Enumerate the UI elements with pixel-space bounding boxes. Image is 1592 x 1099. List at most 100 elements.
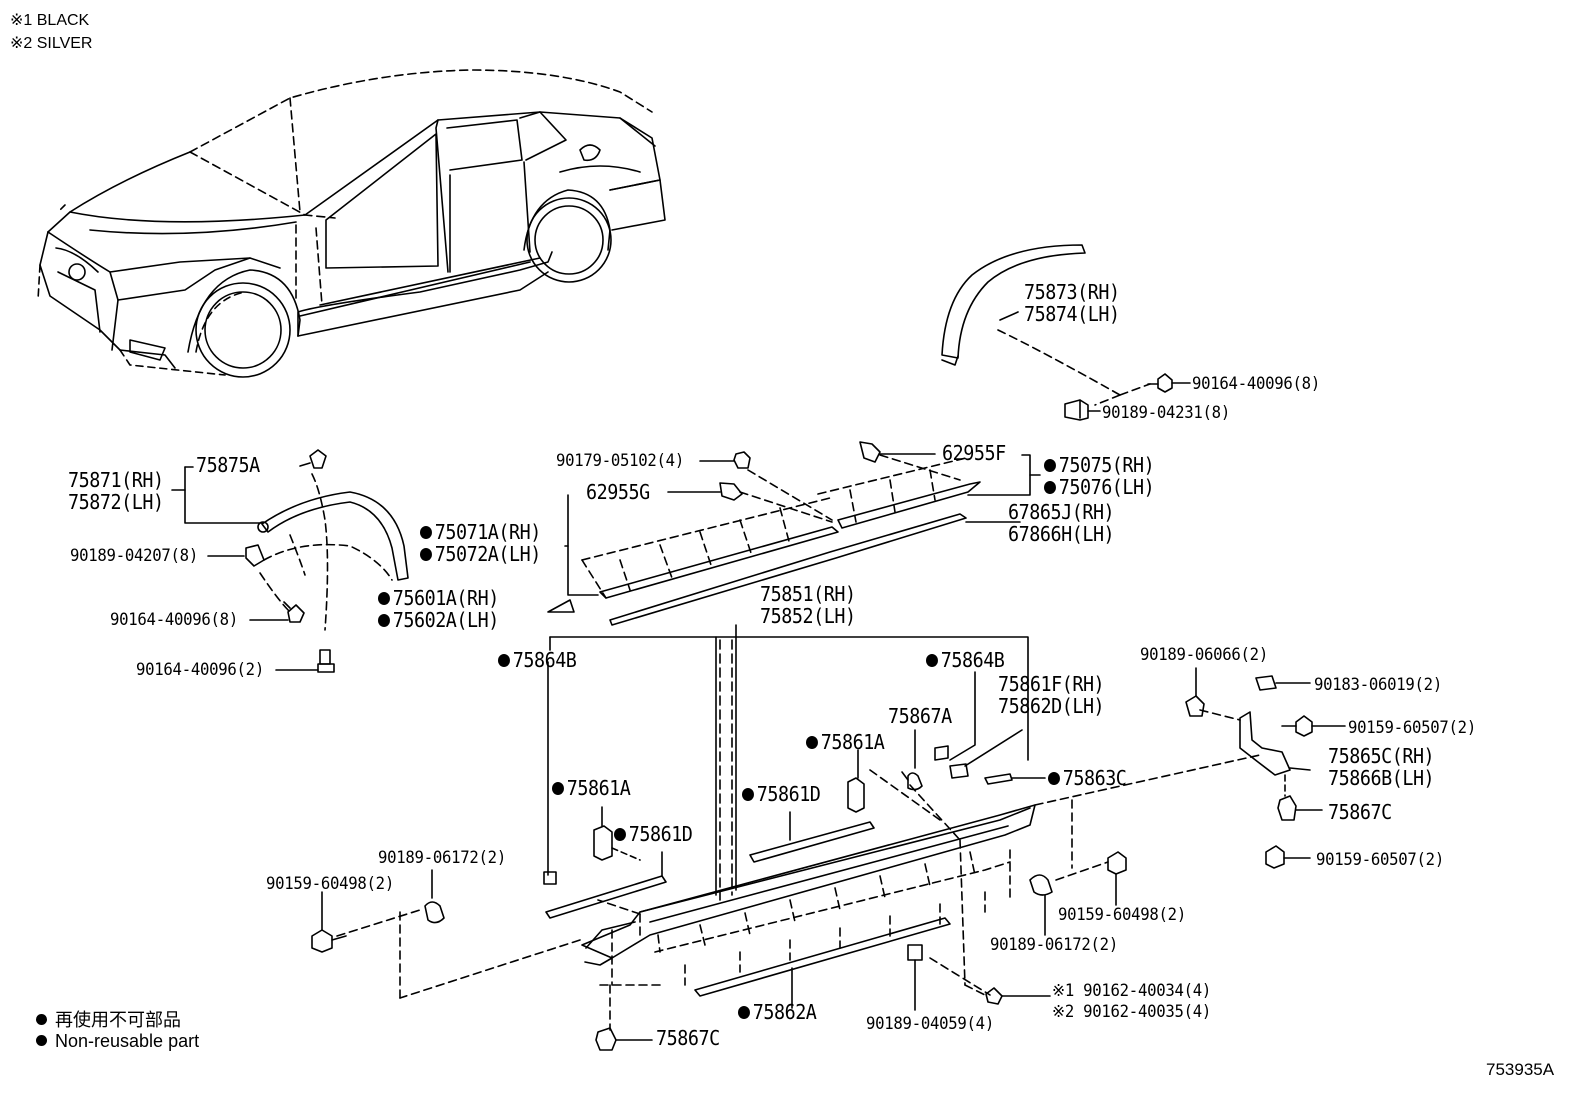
part-label-75867C-bottom: 75867C xyxy=(656,1026,720,1050)
non-reusable-bullet xyxy=(1044,481,1056,494)
moulding-75861D-left xyxy=(545,851,667,919)
non-reusable-bullet xyxy=(420,526,432,539)
non-reusable-bullet xyxy=(806,736,818,749)
part-label-75861D-left: 75861D xyxy=(614,824,693,845)
part-label-75871: 75871(RH) xyxy=(68,468,164,492)
bolt-90159-60507-top xyxy=(1281,715,1346,737)
part-label-75601A: 75601A(RH) xyxy=(378,588,499,609)
part-label-75851: 75851(RH) xyxy=(760,582,856,606)
door-moulding-upper xyxy=(547,454,1041,626)
clip-62955G xyxy=(667,482,743,501)
part-label-75862D: 75862D(LH) xyxy=(998,694,1105,718)
part-label-75867C-right: 75867C xyxy=(1328,800,1392,824)
part-label-62955G: 62955G xyxy=(586,480,650,504)
clip-75867A xyxy=(901,729,923,791)
part-label-75866B: 75866B(LH) xyxy=(1328,766,1435,790)
pad-75863C xyxy=(984,773,1046,785)
car-illustration xyxy=(37,69,666,378)
legend-jp: 再使用不可部品 xyxy=(36,1006,181,1032)
part-label-75852: 75852(LH) xyxy=(760,604,856,628)
part-label-75863C: 75863C xyxy=(1048,768,1127,789)
clip-90189-06172-left xyxy=(424,869,445,924)
rocker-panel-main xyxy=(336,624,1261,1031)
non-reusable-bullet xyxy=(498,654,510,667)
clip-75864B-left xyxy=(543,661,557,885)
part-label-90162-40034: ※1 90162-40034(4) xyxy=(1052,981,1212,1001)
non-reusable-bullet xyxy=(378,592,390,605)
part-label-75864B-right: 75864B xyxy=(926,648,1005,672)
bolt-90159-60498-right xyxy=(1055,851,1127,906)
part-label-90164-40096-8-top: 90164-40096(8) xyxy=(1192,374,1320,394)
part-label-67866H: 67866H(LH) xyxy=(1008,522,1115,546)
screw-90164-40096-8 xyxy=(249,601,305,623)
part-label-90159-60507-top: 90159-60507(2) xyxy=(1348,718,1476,738)
clip-90189-04207 xyxy=(207,544,265,567)
lower-moulding-75862A xyxy=(694,917,951,1009)
part-label-75862A: 75862A xyxy=(738,1000,817,1024)
rear-bracket-75865C xyxy=(1199,709,1311,776)
part-label-75075: 75075(RH) xyxy=(1044,453,1155,477)
clip-75864B-right xyxy=(934,671,976,761)
part-label-75861A-left: 75861A xyxy=(552,778,631,799)
part-label-90189-04059: 90189-04059(4) xyxy=(866,1014,994,1034)
part-label-75865C: 75865C(RH) xyxy=(1328,744,1435,768)
part-number: 75072A(LH) xyxy=(434,542,542,566)
part-label-75861F: 75861F(RH) xyxy=(998,672,1105,696)
part-label-75861D-right: 75861D xyxy=(742,782,821,806)
rear-fender-liner xyxy=(941,244,1151,406)
clip-90189-06172-right xyxy=(1029,874,1053,936)
legend-dot xyxy=(36,1014,47,1025)
non-reusable-bullet xyxy=(552,782,564,795)
clip-90189-06066 xyxy=(1185,667,1205,717)
clip-62955F xyxy=(859,441,936,463)
clip-75875A xyxy=(299,449,327,469)
non-reusable-bullet xyxy=(926,654,938,667)
part-label-90189-04231: 90189-04231(8) xyxy=(1102,403,1230,423)
part-number: 75862A xyxy=(752,1000,817,1024)
legend-en: Non-reusable part xyxy=(36,1031,199,1052)
part-label-90162-40035: ※2 90162-40035(4) xyxy=(1052,1002,1212,1022)
part-label-90189-06172-bottom: 90189-06172(2) xyxy=(990,935,1118,955)
part-number: 75601A(RH) xyxy=(392,586,500,610)
part-label-75864B-left: 75864B xyxy=(498,648,577,672)
clip-75867C-bottom xyxy=(595,1027,653,1051)
part-number: 75861A xyxy=(820,730,885,754)
part-label-90179-05102: 90179-05102(4) xyxy=(556,451,684,471)
part-label-90159-60498-right: 90159-60498(2) xyxy=(1058,905,1186,925)
part-number: 75861D xyxy=(756,782,821,806)
part-label-90189-06066: 90189-06066(2) xyxy=(1140,645,1268,665)
note-silver: ※2 SILVER xyxy=(10,35,93,52)
part-label-75072A: 75072A(LH) xyxy=(420,544,541,565)
clip-75861F xyxy=(949,729,1023,779)
clip-75867C-right xyxy=(1277,774,1323,821)
part-label-90159-60507-bottom: 90159-60507(2) xyxy=(1316,850,1444,870)
nut-90183-06019 xyxy=(1255,675,1311,691)
part-number: 75075(RH) xyxy=(1058,453,1155,477)
part-label-90189-04207: 90189-04207(8) xyxy=(70,546,198,566)
part-label-75071A: 75071A(RH) xyxy=(420,522,541,543)
part-label-67865J: 67865J(RH) xyxy=(1008,500,1115,524)
figure-id: 753935A xyxy=(1486,1060,1555,1079)
legend-en-text: Non-reusable part xyxy=(55,1031,200,1051)
part-label-75861A-right: 75861A xyxy=(806,730,885,754)
part-label-75076: 75076(LH) xyxy=(1044,477,1155,498)
legend-jp-text: 再使用不可部品 xyxy=(55,1010,181,1030)
part-number: 75864B xyxy=(940,648,1005,672)
part-label-90159-60498-left: 90159-60498(2) xyxy=(266,874,394,894)
non-reusable-bullet xyxy=(742,788,754,801)
clip-90189-04059 xyxy=(907,944,991,1011)
screw-90164-40096-2 xyxy=(275,649,335,673)
non-reusable-bullet xyxy=(420,548,432,561)
clip-90179-05102 xyxy=(699,451,751,469)
clip-90189-04231 xyxy=(1064,399,1101,421)
bolt-90159-60498-left xyxy=(311,891,347,953)
part-number: 75864B xyxy=(512,648,577,672)
bracket-75861A-right xyxy=(847,749,865,813)
non-reusable-bullet xyxy=(1048,772,1060,785)
part-label-75873: 75873(RH) xyxy=(1024,280,1120,304)
part-label-75875A: 75875A xyxy=(196,453,260,477)
moulding-75861D-right xyxy=(749,811,875,863)
bracket-75861A-left xyxy=(593,806,641,861)
front-fender-liner xyxy=(171,466,409,631)
